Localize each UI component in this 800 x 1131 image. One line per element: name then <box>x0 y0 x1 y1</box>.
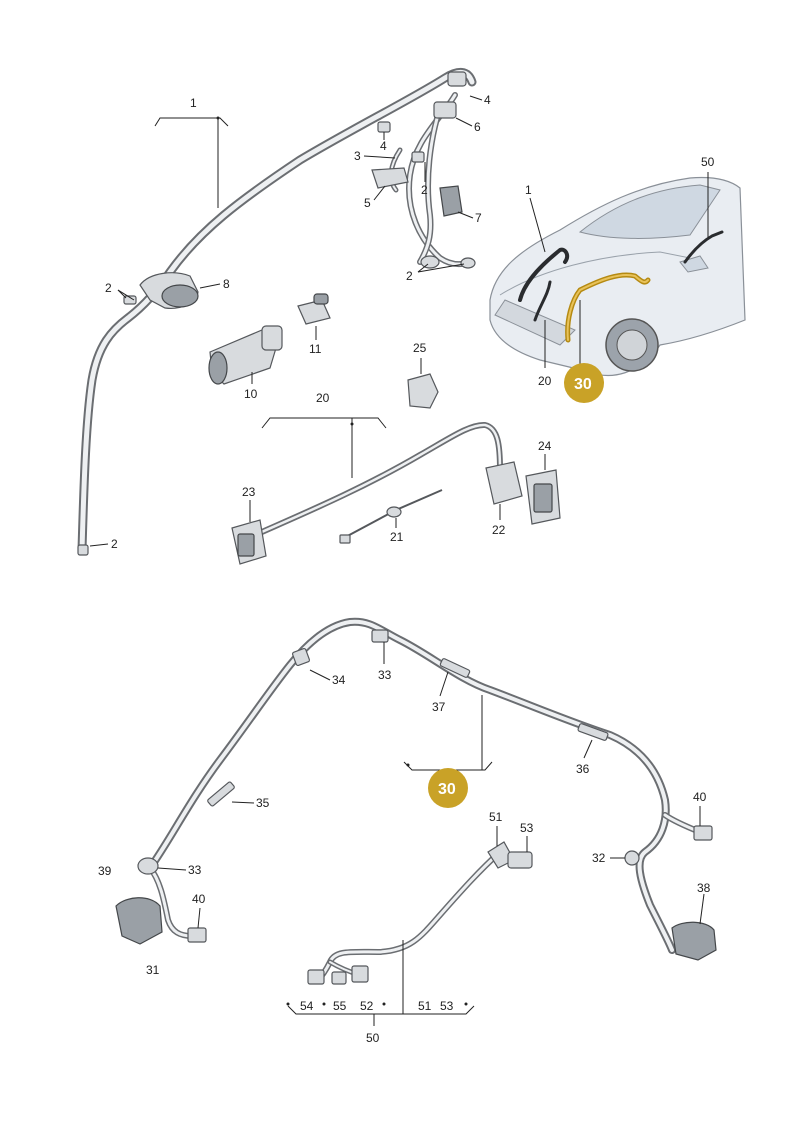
callout-39: 39 <box>98 864 112 878</box>
callout-40-right: 40 <box>693 790 707 804</box>
harness-1-main-cable <box>77 68 477 555</box>
sensor-31 <box>115 897 163 945</box>
connector-6 <box>433 101 457 119</box>
connector-7 <box>439 185 463 217</box>
callout-2-left: 2 <box>105 281 112 295</box>
callout-25: 25 <box>413 341 427 355</box>
callout-53-bottom: 53 <box>440 999 454 1013</box>
badge-30 <box>428 768 468 808</box>
car-illustration: 50 1 20 30 <box>489 155 746 403</box>
clip-2-upper <box>411 151 425 163</box>
harness-1-assembly: 1 4 6 4 3 2 5 7 2 2 8 2 <box>77 68 491 556</box>
callout-40-left: 40 <box>192 892 206 906</box>
callout-31: 31 <box>146 963 160 977</box>
callout-5: 5 <box>364 196 371 210</box>
callout-36: 36 <box>576 762 590 776</box>
sensor-parts-10-11: 11 10 <box>208 293 331 401</box>
clip-33-top <box>371 629 389 643</box>
car-harness-1 <box>518 247 570 302</box>
callout-38: 38 <box>697 881 711 895</box>
callout-55: 55 <box>333 999 347 1013</box>
clip-34 <box>291 647 311 667</box>
clip-4 <box>377 121 391 133</box>
clip-2-lower-a <box>420 255 440 269</box>
connector-54 <box>307 969 325 985</box>
callout-54: 54 <box>300 999 314 1013</box>
callout-23: 23 <box>242 485 256 499</box>
clip-25-shape <box>407 373 439 409</box>
connector-53 <box>507 851 533 869</box>
callout-32: 32 <box>592 851 606 865</box>
harness-20-assembly: 20 24 23 21 22 <box>231 391 561 565</box>
tape-37 <box>439 658 471 678</box>
callout-30: 30 <box>438 781 456 798</box>
callout-22: 22 <box>492 523 506 537</box>
clip-33-left <box>137 857 159 875</box>
callout-51-top: 51 <box>489 810 503 824</box>
callout-1: 1 <box>190 96 197 110</box>
tape-36 <box>577 723 609 741</box>
callout-10: 10 <box>244 387 258 401</box>
callout-20: 20 <box>316 391 330 405</box>
callout-4-mid: 4 <box>380 139 387 153</box>
callout-2-lower: 2 <box>406 269 413 283</box>
sensor-38 <box>671 921 717 961</box>
connector-22 <box>485 461 523 505</box>
callout-4-top: 4 <box>484 93 491 107</box>
callout-34: 34 <box>332 673 346 687</box>
harness-50-cable <box>315 849 503 983</box>
car-harness-50 <box>683 230 724 264</box>
clip-25: 25 <box>407 341 439 409</box>
callout-20-car: 20 <box>538 374 552 388</box>
callout-24: 24 <box>538 439 552 453</box>
cable-end-2 <box>77 544 89 556</box>
callout-50-car: 50 <box>701 155 715 169</box>
callout-50: 50 <box>366 1031 380 1045</box>
callout-30-car: 30 <box>574 376 592 393</box>
tape-35 <box>207 781 235 807</box>
connector-40-right <box>693 825 713 841</box>
callout-53-top: 53 <box>520 821 534 835</box>
callout-21: 21 <box>390 530 404 544</box>
callout-3: 3 <box>354 149 361 163</box>
callout-2-end: 2 <box>111 537 118 551</box>
grommet-32 <box>624 850 640 866</box>
callout-33-top: 33 <box>378 668 392 682</box>
callout-7: 7 <box>475 211 482 225</box>
harness-50-assembly: 51 53 54 55 52 51 53 50 <box>286 810 534 1045</box>
callout-1-car: 1 <box>525 183 532 197</box>
clip-2-lower-b <box>460 257 476 269</box>
clip-2-left <box>123 295 137 305</box>
harness-30-assembly: 34 33 37 36 30 35 40 39 33 40 31 32 38 <box>98 617 717 977</box>
callout-35: 35 <box>256 796 270 810</box>
callout-51-bottom: 51 <box>418 999 432 1013</box>
callout-2-upper: 2 <box>421 183 428 197</box>
connector-5 <box>371 167 409 189</box>
callout-33-left: 33 <box>188 863 202 877</box>
callout-37: 37 <box>432 700 446 714</box>
connector-4-top <box>447 71 467 87</box>
badge-30-car <box>564 363 604 403</box>
connector-52 <box>351 965 369 983</box>
callout-6: 6 <box>474 120 481 134</box>
car-windshield <box>578 184 721 239</box>
connector-55 <box>331 971 347 985</box>
car-grille <box>494 299 576 346</box>
callout-52: 52 <box>360 999 374 1013</box>
callout-8: 8 <box>223 277 230 291</box>
callout-11: 11 <box>309 342 322 356</box>
connector-40-left <box>187 927 207 943</box>
